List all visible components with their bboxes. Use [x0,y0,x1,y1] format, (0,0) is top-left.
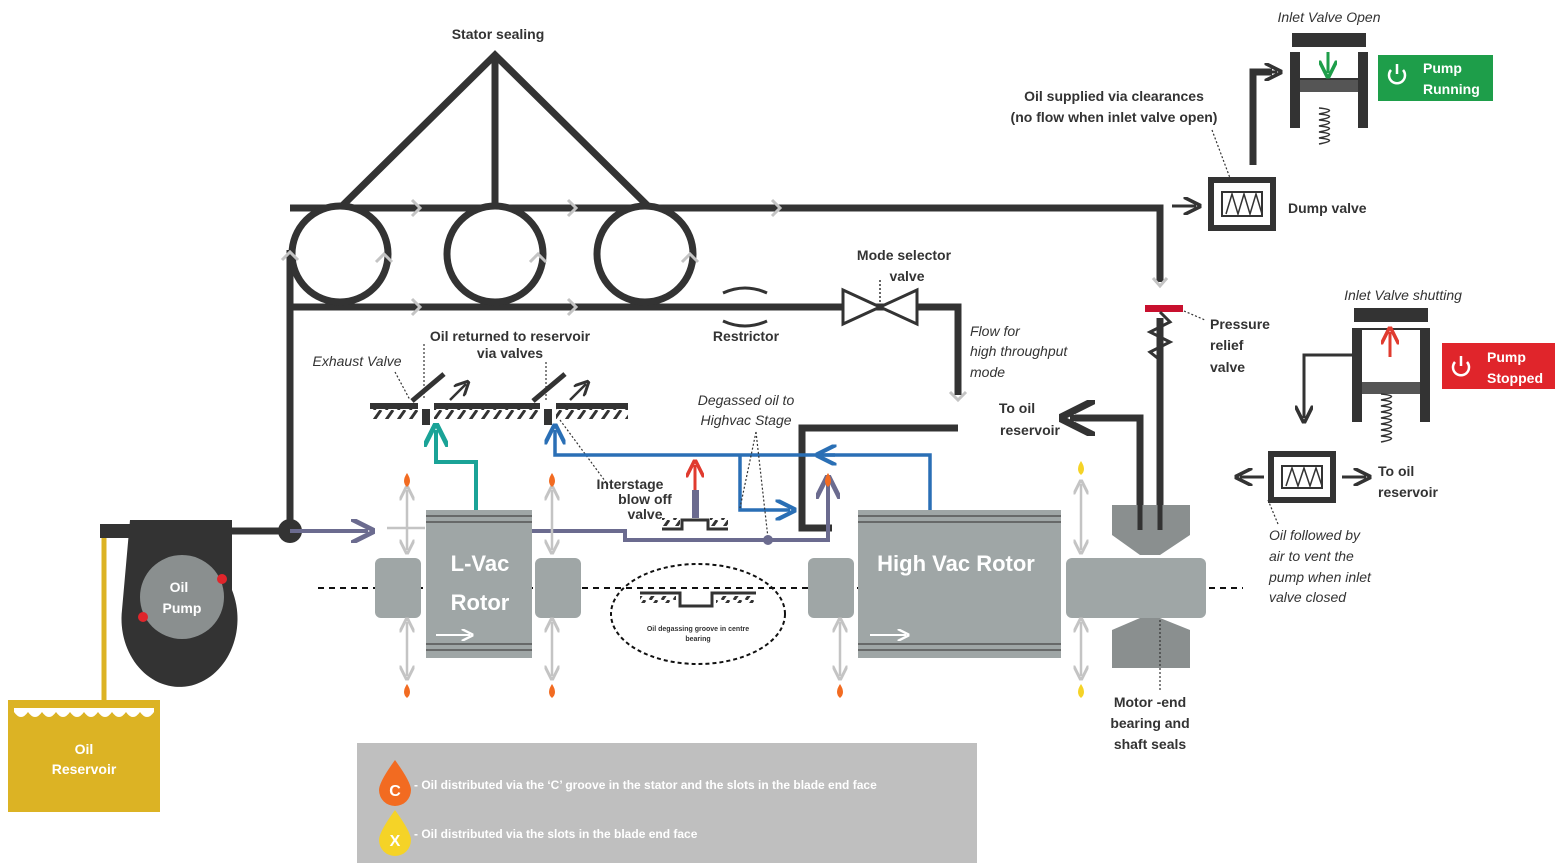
bearing-oil-arrows [387,484,1081,676]
motor-end-label-1: Motor -end [1114,694,1186,710]
oil-reservoir-label-1: Oil [75,741,94,757]
oil-returned-label-1: Oil returned to reservoir [430,328,591,344]
pump-running-badge: Pump Running [1378,55,1493,101]
flow-for-label-3: mode [970,364,1005,380]
oil-pump-label-1: Oil [170,579,189,595]
pump-running-label-1: Pump [1423,60,1462,76]
flow-chevrons [280,198,1169,403]
dump-valve [1208,177,1276,231]
restrictor-label: Restrictor [713,328,780,344]
blue-interstage-line [555,430,932,512]
highvac-bearing-left [808,558,854,618]
oil-reservoir-label-2: Reservoir [52,761,117,777]
pressure-relief-label-3: valve [1210,359,1245,375]
lvac-label-1: L-Vac [451,551,510,576]
oil-supplied-label-1: Oil supplied via clearances [1024,88,1204,104]
oil-reservoir: Oil Reservoir [8,700,160,812]
oil-followed-label-1: Oil followed by [1269,527,1361,543]
pump-running-label-2: Running [1423,81,1480,97]
legend-c-letter: C [389,783,401,800]
pressure-relief-label-2: relief [1210,337,1244,353]
legend-c-text: - Oil distributed via the ‘C’ groove in … [414,778,877,792]
vent-valve [1268,451,1336,503]
exhaust-valve-label: Exhaust Valve [313,353,402,369]
inlet-valve-shutting [1352,308,1430,443]
lvac-rotor: L-Vac Rotor [426,510,532,658]
pressure-relief-label-1: Pressure [1210,316,1270,332]
shaft-seal-bottom [1112,618,1190,668]
stator-circles [288,202,697,306]
flow-for-label-2: high throughput [970,343,1068,359]
oil-pump: Oil Pump [100,520,238,687]
pump-stopped-label-1: Pump [1487,349,1526,365]
shaft-seal-top [1112,505,1190,555]
exhaust-valve-plate [370,372,628,425]
degassing-groove-callout: Oil degassing groove in centre bearing [610,563,786,665]
legend-x-letter: X [390,833,401,850]
motor-end-bearing [1066,558,1206,618]
dump-valve-label: Dump valve [1288,200,1367,216]
highvac-label: High Vac Rotor [877,551,1035,576]
flow-for-label-1: Flow for [970,323,1021,339]
oil-followed-label-2: air to vent the [1269,548,1354,564]
degassing-label-1: Oil degassing groove in centre [647,626,749,633]
oil-followed-label-3: pump when inlet [1268,569,1372,585]
to-oil-reservoir-a-label-1: To oil [999,400,1035,416]
lvac-label-2: Rotor [451,590,510,615]
highvac-rotor: High Vac Rotor [858,510,1061,658]
oil-drop-icon [404,461,1084,698]
inlet-valve-open-label: Inlet Valve Open [1278,9,1381,25]
spring-icon [1318,107,1331,145]
legend: C - Oil distributed via the ‘C’ groove i… [357,743,977,863]
lvac-bearing-right [535,558,581,618]
oil-drop-icon [379,810,411,856]
oil-pump-label-2: Pump [163,600,202,616]
pump-rotor [140,555,224,639]
mode-selector-label-2: valve [889,268,924,284]
interstage-label-2: blow off [618,491,672,507]
legend-x-text: - Oil distributed via the slots in the b… [414,827,698,841]
degassed-label-2: Highvac Stage [700,412,791,428]
to-oil-reservoir-b-label-1: To oil [1378,463,1414,479]
to-oil-reservoir-a-label-2: reservoir [1000,422,1060,438]
mode-selector-valve [841,280,919,327]
inlet-valve-shutting-label: Inlet Valve shutting [1344,287,1462,303]
pump-stopped-label-2: Stopped [1487,370,1543,386]
interstage-label-3: valve [627,506,662,522]
to-oil-reservoir-b-label-2: reservoir [1378,484,1438,500]
lvac-bearing-left [375,558,421,618]
main-pipework [232,50,1272,535]
power-icon [1387,64,1407,85]
oil-supplied-label-2: (no flow when inlet valve open) [1011,109,1218,125]
oil-drop-icon [379,760,411,806]
mode-selector-label-1: Mode selector [857,247,952,263]
interstage-blow-off-valve [662,465,728,531]
stator-sealing-label: Stator sealing [452,26,545,42]
teal-return-line [436,430,478,510]
restrictor [722,286,768,328]
spring-icon [1380,393,1393,443]
degassed-label-1: Degassed oil to [698,392,795,408]
degassing-label-2: bearing [685,636,710,643]
pump-stopped-badge: Pump Stopped [1442,343,1555,389]
motor-end-label-2: bearing and [1110,715,1189,731]
pressure-relief-valve [1145,305,1183,362]
power-icon [1451,356,1471,377]
motor-end-label-3: shaft seals [1114,736,1187,752]
oil-followed-label-4: valve closed [1269,589,1347,605]
inlet-valve-open [1290,33,1368,145]
oil-returned-label-2: via valves [477,345,543,361]
interstage-label-1: Interstage [597,476,664,492]
